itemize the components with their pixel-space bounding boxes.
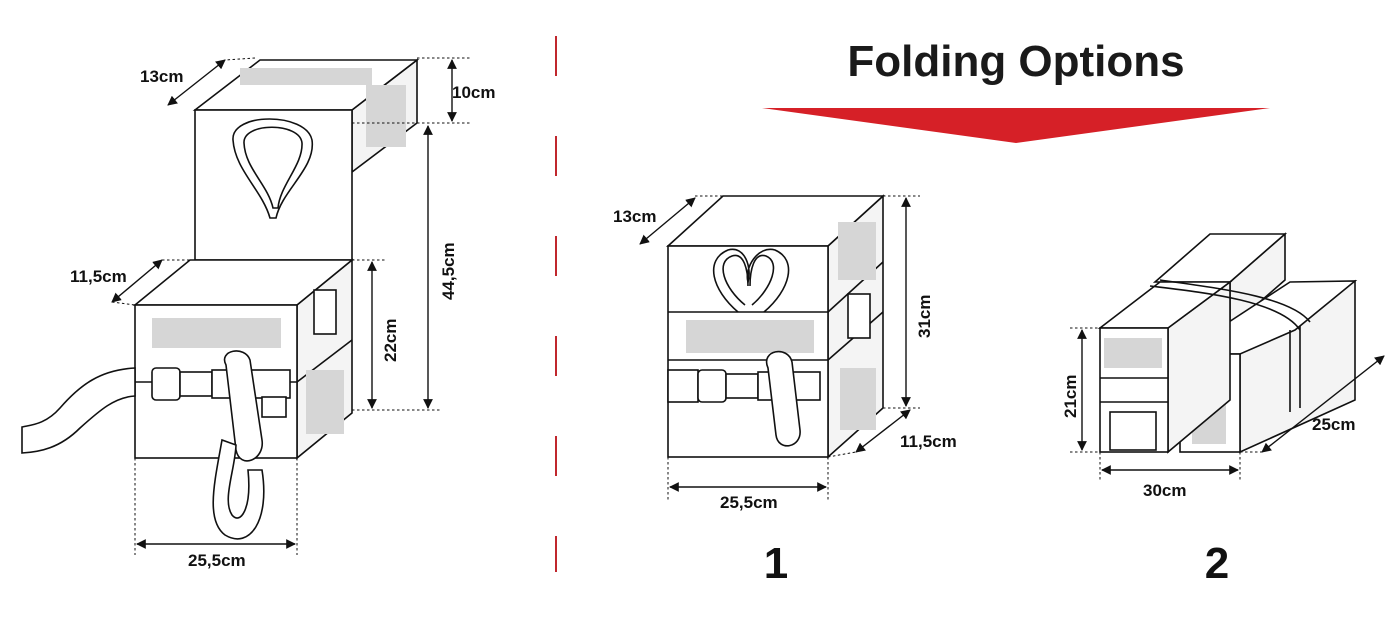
option1-depth-top: 13cm (613, 207, 656, 226)
option1-illustration (665, 194, 886, 459)
unfolded-width: 25,5cm (188, 551, 246, 570)
unfolded-body-height: 22cm (381, 319, 400, 362)
option2-height: 21cm (1061, 375, 1080, 418)
option2-width: 30cm (1143, 481, 1186, 500)
unfolded-dimensions: 13cm 10cm 44,5cm 11,5cm 22cm 25,5cm (70, 57, 495, 570)
option1-dimensions: 13cm 31cm 11,5cm 25,5cm 1 (613, 195, 957, 588)
unfolded-top-depth: 13cm (140, 67, 183, 86)
option1-number: 1 (764, 539, 788, 588)
option1-height: 31cm (915, 295, 934, 338)
option1-depth: 11,5cm (900, 432, 957, 451)
unfolded-total-height: 44,5cm (439, 242, 458, 300)
option2-number: 2 (1205, 539, 1229, 588)
option2-length: 25cm (1312, 415, 1355, 434)
unfolded-bag-illustration (21, 58, 420, 540)
page-title: Folding Options (847, 37, 1184, 86)
red-arrow-icon (762, 108, 1270, 143)
option2-dimensions: 21cm 30cm 25cm 2 (1061, 327, 1385, 588)
option1-width: 25,5cm (720, 493, 778, 512)
unfolded-depth: 11,5cm (70, 267, 127, 286)
unfolded-top-height: 10cm (452, 83, 495, 102)
